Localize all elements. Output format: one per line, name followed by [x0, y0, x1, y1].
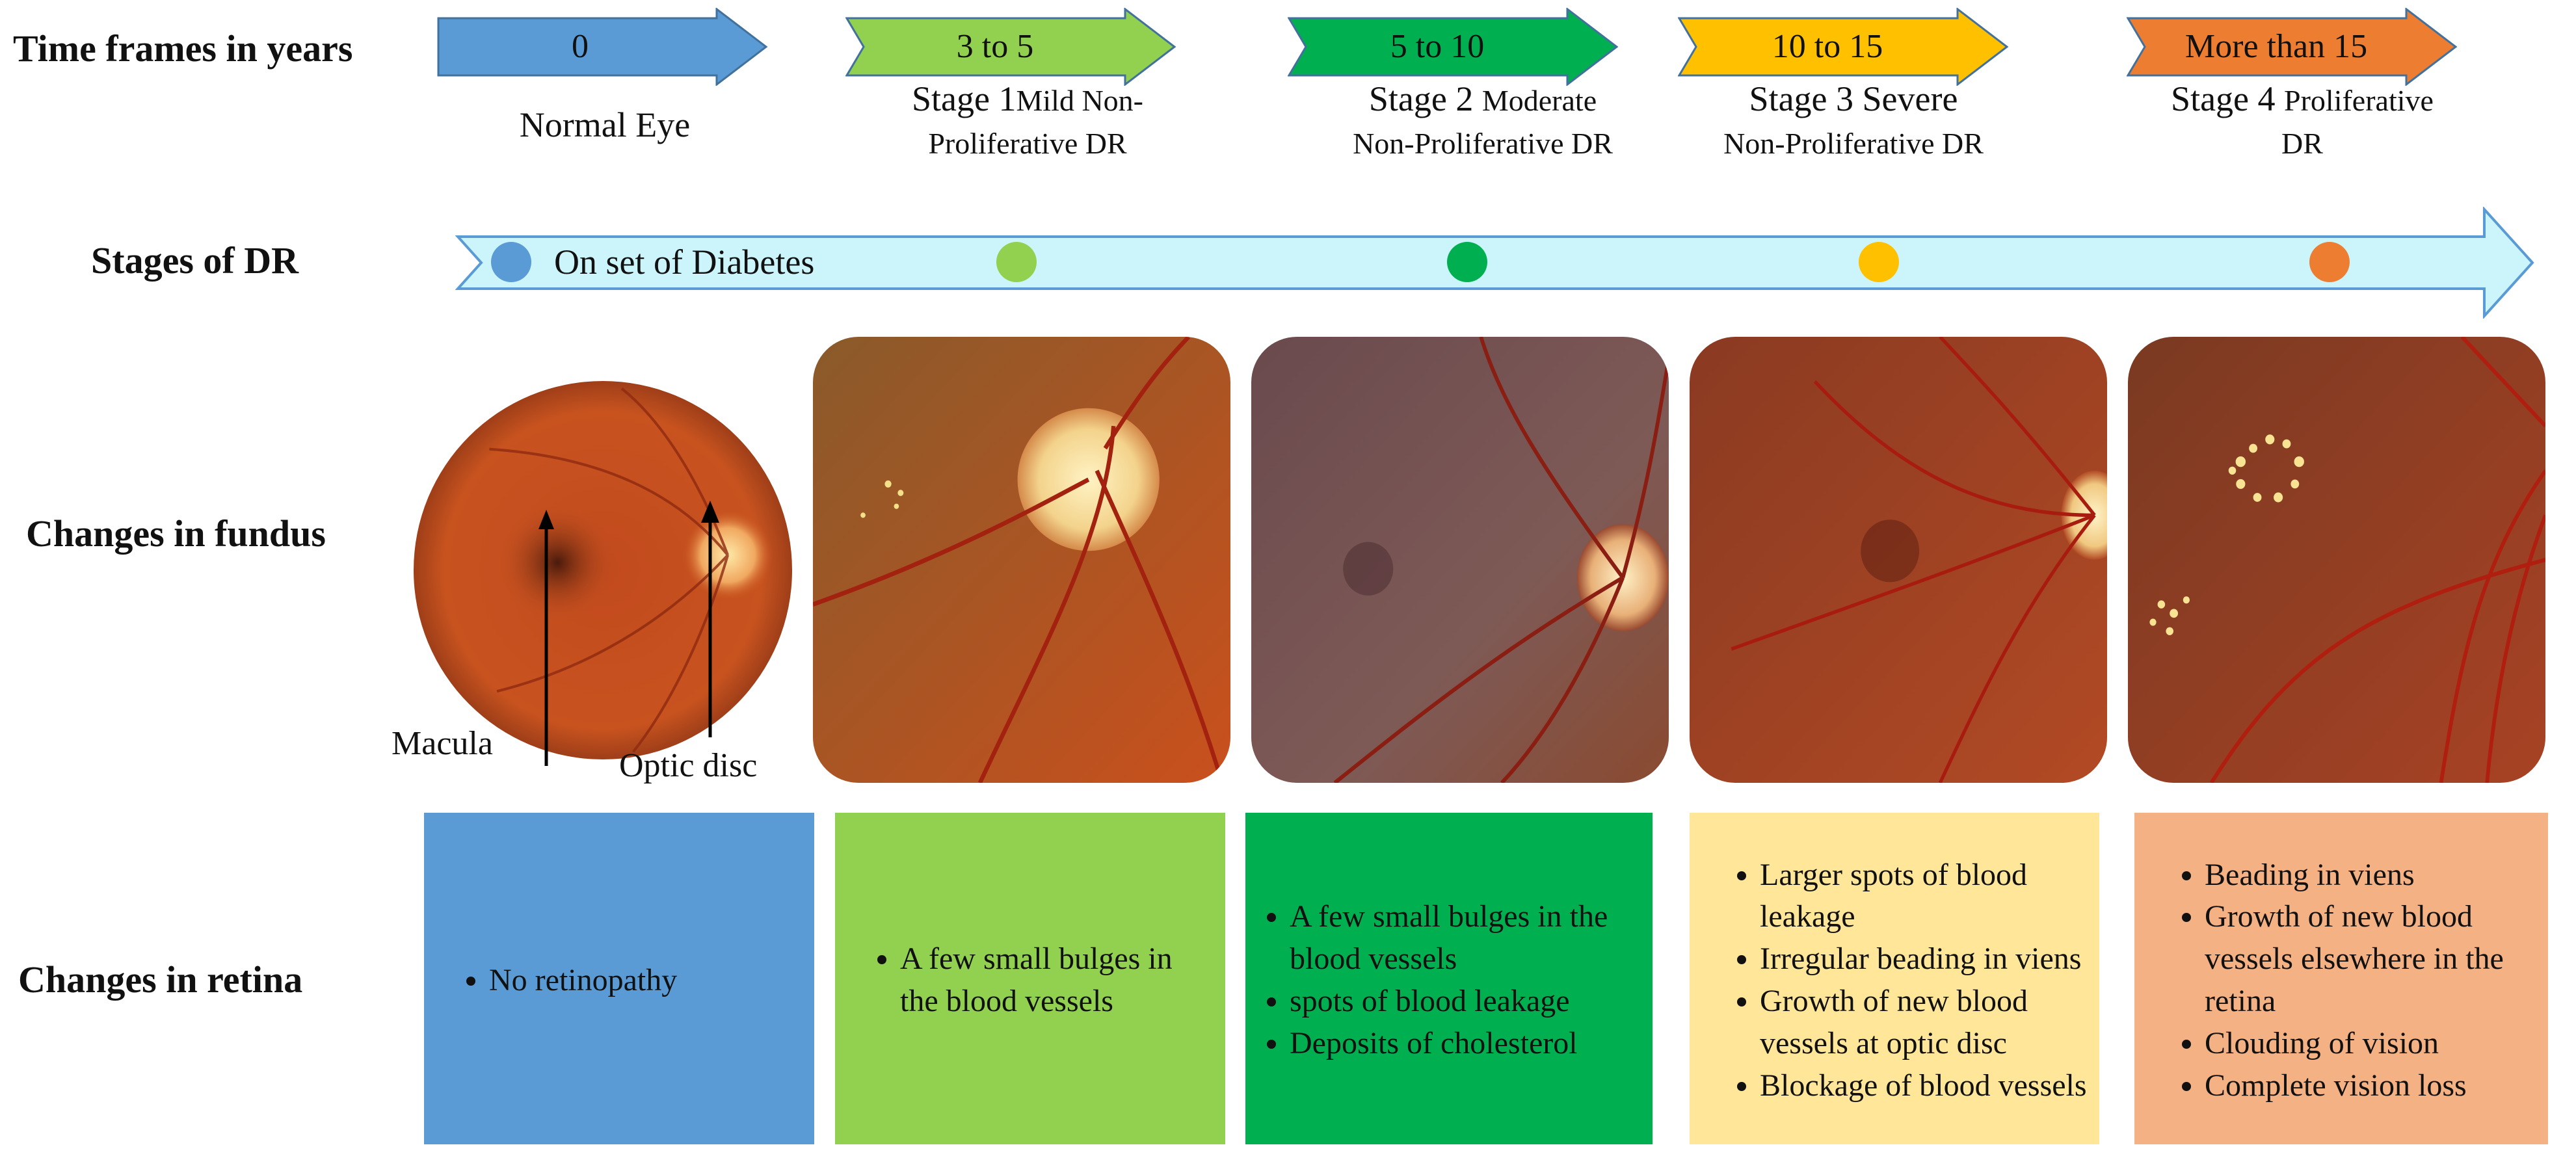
stage-name-stage1: Stage 1Mild Non- Proliferative DR	[839, 78, 1216, 164]
time-arrow-stage3: 10 to 15	[1678, 8, 2010, 86]
time-label-stage1: 3 to 5	[956, 28, 1034, 65]
time-label-normal: 0	[572, 28, 589, 65]
stage-name-stage2-sub: Moderate	[1481, 84, 1597, 117]
optic-disc-pointer-arrow	[701, 501, 719, 737]
retina-item: Growth of new blood vessels elsewhere in…	[2205, 896, 2536, 1022]
fundus-image-stage3	[1690, 337, 2107, 783]
stage-name-stage4-line2: DR	[2281, 126, 2323, 160]
stage-name-stage3-line2: Non-Proliferative DR	[1723, 126, 1984, 160]
time-arrow-stage4-shape	[2127, 8, 2458, 86]
row-label-retina: Changes in retina	[18, 958, 303, 1001]
time-label-stage3: 10 to 15	[1772, 28, 1883, 65]
stage-name-stage1-line2: Proliferative DR	[928, 126, 1127, 160]
retina-item: Blockage of blood vessels	[1760, 1065, 2088, 1107]
macula-label: Macula	[392, 725, 493, 762]
stage-name-stage1-sub: Mild Non-	[1016, 84, 1143, 117]
time-label-stage2: 5 to 10	[1390, 28, 1485, 65]
retina-box-stage1: A few small bulges in the blood vessels	[835, 813, 1225, 1144]
retina-list-stage3: Larger spots of blood leakage Irregular …	[1695, 854, 2088, 1107]
stage-dot-stage2	[1447, 242, 1487, 282]
time-arrow-normal-shape	[437, 8, 768, 86]
retina-item: A few small bulges in the blood vessels	[1290, 896, 1641, 980]
retina-item: Larger spots of blood leakage	[1760, 854, 2088, 939]
retina-item: No retinopathy	[489, 960, 803, 1002]
retina-box-normal: No retinopathy	[424, 813, 814, 1144]
retina-item: Beading in viens	[2205, 854, 2536, 897]
time-arrow-normal: 0	[437, 8, 769, 86]
retina-item: Irregular beading in viens	[1760, 938, 2088, 980]
timeline-arrow	[455, 207, 2534, 319]
stage-name-stage4-main: Stage 4	[2171, 79, 2285, 118]
stage-name-stage2-line2: Non-Proliferative DR	[1353, 126, 1613, 160]
fundus-image-stage2	[1251, 337, 1669, 783]
retina-list-stage1: A few small bulges in the blood vessels	[848, 938, 1214, 1023]
retina-list-stage4: Beading in viens Growth of new blood ves…	[2140, 854, 2536, 1107]
retina-list-stage2: A few small bulges in the blood vessels …	[1251, 896, 1641, 1064]
fundus-image-normal	[414, 381, 792, 759]
retina-item: spots of blood leakage	[1290, 980, 1641, 1023]
stage-name-stage4: Stage 4 Proliferative DR	[2114, 78, 2491, 164]
retina-item: Deposits of cholesterol	[1290, 1023, 1641, 1065]
stage-name-stage1-main: Stage 1	[912, 79, 1016, 118]
time-arrow-stage1: 3 to 5	[845, 8, 1177, 86]
stage-name-stage2-main: Stage 2	[1368, 79, 1482, 118]
stage-name-normal-main: Normal Eye	[519, 105, 691, 144]
row-label-fundus: Changes in fundus	[26, 512, 326, 555]
stage-dot-stage3	[1859, 242, 1899, 282]
row-label-time-frames: Time frames in years	[13, 27, 353, 70]
retina-item: Complete vision loss	[2205, 1065, 2536, 1107]
retina-box-stage3: Larger spots of blood leakage Irregular …	[1690, 813, 2099, 1144]
retina-box-stage2: A few small bulges in the blood vessels …	[1245, 813, 1653, 1144]
retina-box-stage4: Beading in viens Growth of new blood ves…	[2134, 813, 2548, 1144]
fundus-image-stage1	[813, 337, 1230, 783]
time-label-stage4: More than 15	[2184, 28, 2368, 65]
stage-name-stage2: Stage 2 Moderate Non-Proliferative DR	[1294, 78, 1671, 164]
retina-item: Growth of new blood vessels at optic dis…	[1760, 980, 2088, 1065]
retina-list-normal: No retinopathy	[437, 960, 803, 1002]
time-arrow-stage1-shape	[845, 8, 1176, 86]
time-arrow-stage4: More than 15	[2127, 8, 2458, 86]
fundus-image-stage4	[2128, 337, 2545, 783]
retina-item: A few small bulges in the blood vessels	[900, 938, 1214, 1023]
row-label-stages: Stages of DR	[91, 239, 299, 282]
time-arrow-stage2-shape	[1288, 8, 1619, 86]
stage-name-stage3: Stage 3 Severe Non-Proliferative DR	[1665, 78, 2042, 164]
stage-name-normal: Normal Eye	[416, 104, 793, 147]
onset-label: On set of Diabetes	[554, 243, 815, 282]
stage-dot-normal	[491, 242, 531, 282]
stage-dot-stage4	[2309, 242, 2350, 282]
optic-disc-label: Optic disc	[619, 747, 758, 784]
stage-name-stage3-main: Stage 3 Severe	[1749, 79, 1958, 118]
stage-dot-stage1	[996, 242, 1037, 282]
time-arrow-stage2: 5 to 10	[1288, 8, 1619, 86]
macula-pointer-arrow	[538, 510, 554, 766]
stage-name-stage4-sub: Proliferative	[2284, 84, 2434, 117]
retina-item: Clouding of vision	[2205, 1023, 2536, 1065]
time-arrow-stage3-shape	[1678, 8, 2009, 86]
